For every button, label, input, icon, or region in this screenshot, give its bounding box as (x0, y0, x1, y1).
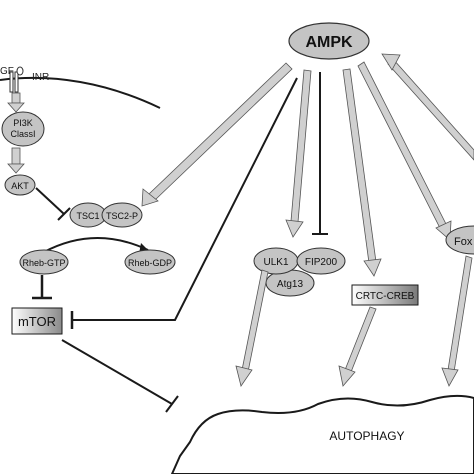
arrow-crtc-to-autophagy (338, 306, 377, 387)
rheb-gtp-node (19, 249, 69, 275)
pi3k-label: PI3K (13, 118, 33, 128)
akt-inhibits-tsc-bar (57, 207, 71, 221)
arrow-pi3k-to-akt (7, 147, 25, 174)
rheb-cycle-arc (43, 237, 149, 253)
arrow-foxo-to-autophagy (441, 255, 473, 387)
ulk1-label: ULK1 (263, 257, 288, 268)
pi3k-node (1, 111, 45, 147)
foxo-label: Fox (454, 236, 473, 248)
mtor-inhibits-autophagy-bar (165, 395, 179, 413)
tsc2-node (101, 202, 143, 228)
crtc-creb-label: CRTC-CREB (356, 291, 415, 302)
ampk-label: AMPK (305, 34, 353, 51)
insulin-receptor (9, 66, 24, 93)
inr-label: INR (32, 72, 49, 83)
arrow-ampk-to-crtc (342, 68, 382, 277)
rheb-gdp-label: Rheb-GDP (128, 258, 172, 268)
autophagy-membrane (170, 394, 474, 474)
mtor-label: mTOR (18, 314, 56, 329)
pi3k-class-label: ClassI (10, 129, 35, 139)
arrow-ampk-to-ulk1 (285, 69, 312, 238)
mtor-inhibits-autophagy-line (61, 339, 173, 405)
rheb-gtp-label: Rheb-GTP (22, 258, 65, 268)
ampk-node (288, 22, 370, 60)
akt-node (4, 174, 36, 196)
fip200-label: FIP200 (305, 257, 338, 268)
atg13-label: Atg13 (277, 279, 304, 290)
akt-inhibits-tsc-line (35, 187, 65, 215)
gf-label: GF (0, 66, 14, 77)
foxo-node (445, 225, 474, 255)
ampk-inhibits-mtor-line (72, 77, 298, 321)
arrow-ampk-to-foxo (357, 61, 452, 241)
crtc-creb-box (351, 284, 419, 306)
akt-label: AKT (11, 181, 29, 191)
mtor-box (11, 307, 63, 335)
autophagy-label: AUTOPHAGY (329, 429, 404, 443)
arrow-feedback-to-ampk (381, 53, 474, 161)
arrow-ulk1-to-autophagy (235, 269, 269, 387)
tsc2-label: TSC2-P (106, 211, 138, 221)
arrow-ampk-to-tsc2 (141, 62, 293, 207)
rheb-gdp-node (124, 249, 176, 275)
tsc1-label: TSC1 (76, 211, 99, 221)
fip200-node (296, 247, 346, 275)
arrow-receptor-to-pi3k (7, 92, 25, 113)
